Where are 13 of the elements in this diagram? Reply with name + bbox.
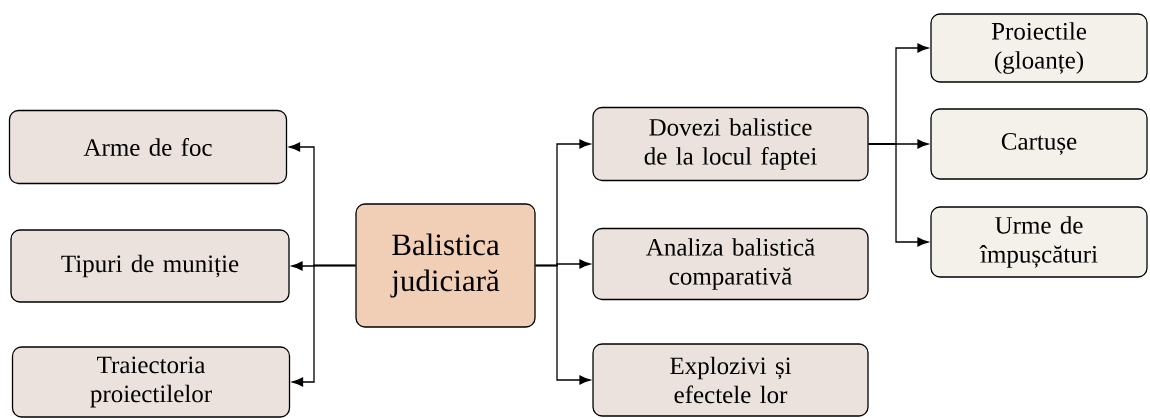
subtopic-box: Proiectile (gloanțe) bbox=[930, 13, 1148, 83]
topic-box: Dovezi balistice de la locul faptei bbox=[592, 106, 869, 182]
root-box: Balistica judiciară bbox=[355, 203, 536, 328]
arrow bbox=[868, 143, 929, 247]
subtopic-box: Urme de împușcături bbox=[930, 206, 1148, 278]
arrow bbox=[292, 264, 356, 387]
topic-box: Arme de foc bbox=[8, 109, 288, 185]
topic-box: Explozivi și efectele lor bbox=[592, 343, 869, 417]
arrow bbox=[535, 264, 591, 385]
subtopic-box: Cartușe bbox=[930, 108, 1148, 180]
topic-box: Traiectoria proiectilelor bbox=[11, 346, 291, 418]
topic-box: Tipuri de muniție bbox=[10, 229, 290, 303]
topic-box: Analiza balistică comparativă bbox=[592, 227, 869, 301]
